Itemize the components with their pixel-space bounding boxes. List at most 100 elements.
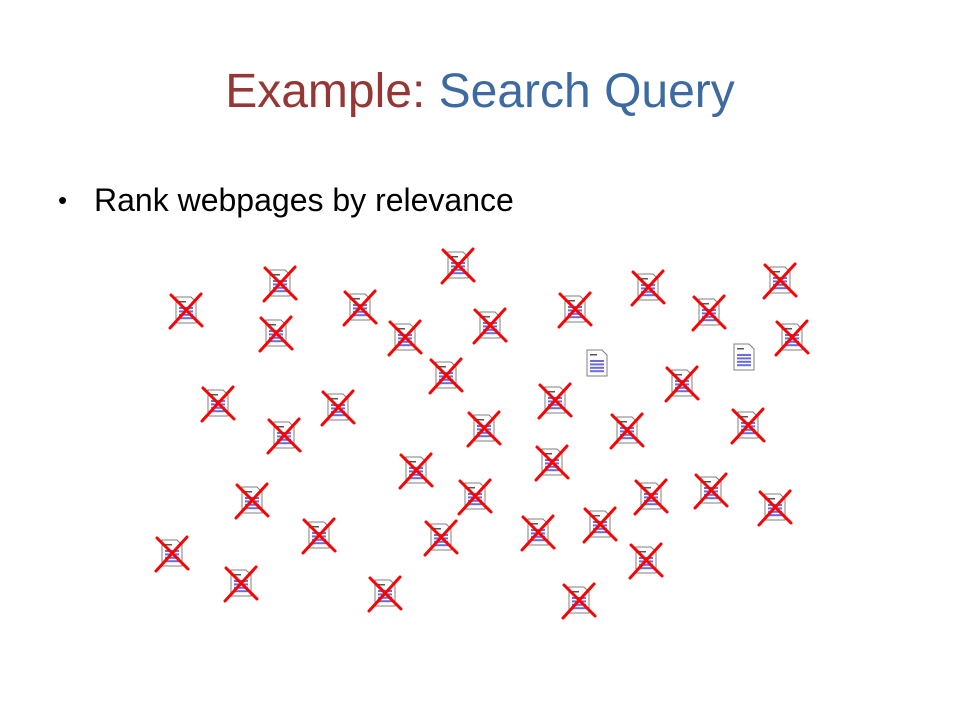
red-x-stroke <box>758 490 793 525</box>
red-x-stroke <box>424 520 459 555</box>
document-text-line <box>277 442 291 445</box>
red-x-icon <box>630 269 666 307</box>
red-x-icon <box>774 319 810 357</box>
document-text-line <box>702 319 716 322</box>
document-text-line <box>572 603 586 606</box>
red-x-stroke <box>368 576 403 611</box>
document-header-line <box>773 271 780 273</box>
red-x-stroke <box>558 292 593 327</box>
document-header-line <box>768 498 775 500</box>
document-text-line <box>179 313 193 316</box>
slide-title: Example: Search Query <box>0 60 960 124</box>
document-text-line <box>483 332 497 335</box>
document-text-line <box>641 294 655 297</box>
red-x-icon <box>168 292 204 330</box>
document-header-line <box>593 515 600 517</box>
document-header-line <box>483 316 490 318</box>
rejected-webpage <box>168 292 204 330</box>
document-header-line <box>737 348 744 350</box>
document-text-line <box>312 542 326 545</box>
document-text-line <box>211 406 225 409</box>
document-header-line <box>312 526 319 528</box>
red-x-icon <box>633 478 669 516</box>
document-header-line <box>378 584 385 586</box>
bullet-list: • Rank webpages by relevance <box>56 178 514 222</box>
red-x-icon <box>423 519 459 557</box>
document-text-line <box>741 428 755 431</box>
red-x-stroke <box>629 543 664 578</box>
document-text-line <box>211 410 225 413</box>
red-x-stroke <box>155 536 190 571</box>
red-x-icon <box>301 517 337 555</box>
document-text-line <box>644 503 658 506</box>
red-x-stroke <box>259 316 294 351</box>
document-text-line <box>378 600 392 603</box>
red-x-stroke <box>775 320 810 355</box>
document-text-line <box>468 499 482 502</box>
red-x-icon <box>266 417 302 455</box>
document-text-line <box>641 290 655 293</box>
rejected-webpage <box>301 517 337 555</box>
red-x-stroke <box>763 263 798 298</box>
document-text-line <box>737 364 751 367</box>
red-x-icon <box>557 291 593 329</box>
webpage-document-icon <box>733 343 755 371</box>
document-page <box>586 349 608 377</box>
document-text-line <box>531 539 545 542</box>
rejected-webpage <box>730 407 766 445</box>
document-text-line <box>165 560 179 563</box>
webpage-document-icon <box>586 349 608 377</box>
red-x-stroke <box>562 583 597 618</box>
red-x-stroke <box>521 515 556 550</box>
red-x-icon <box>520 514 556 552</box>
document-text-line <box>590 366 604 369</box>
red-x-stroke <box>665 366 700 401</box>
title-topic: Search Query <box>438 65 735 118</box>
bullet-item: • Rank webpages by relevance <box>56 178 514 222</box>
rejected-webpage <box>266 417 302 455</box>
rejected-webpage <box>234 482 270 520</box>
red-x-icon <box>200 385 236 423</box>
document-text-line <box>737 354 751 356</box>
rejected-webpage <box>398 452 434 490</box>
red-x-icon <box>262 265 298 303</box>
document-header-line <box>353 298 360 300</box>
rejected-webpage <box>520 514 556 552</box>
document-header-line <box>704 481 711 483</box>
title-prefix: Example: <box>225 65 439 118</box>
rejected-webpage <box>223 565 259 603</box>
red-x-stroke <box>731 408 766 443</box>
document-text-line <box>245 503 259 506</box>
red-x-stroke <box>429 358 464 393</box>
red-x-stroke <box>399 453 434 488</box>
document-text-line <box>593 527 607 530</box>
rejected-webpage <box>466 410 502 448</box>
red-x-stroke <box>263 266 298 301</box>
red-x-icon <box>234 482 270 520</box>
red-x-icon <box>258 315 294 353</box>
document-header-line <box>639 551 646 553</box>
document-text-line <box>409 473 423 476</box>
red-x-icon <box>693 472 729 510</box>
rejected-webpage <box>367 575 403 613</box>
red-x-stroke <box>634 479 669 514</box>
red-x-icon <box>537 382 573 420</box>
document-header-line <box>741 416 748 418</box>
rejected-webpage <box>774 319 810 357</box>
document-text-line <box>451 268 465 271</box>
red-x-stroke <box>302 518 337 553</box>
document-header-line <box>545 453 552 455</box>
red-x-stroke <box>224 566 259 601</box>
red-x-stroke <box>535 445 570 480</box>
document-text-line <box>451 272 465 275</box>
red-x-icon <box>534 444 570 482</box>
document-text-line <box>531 535 545 538</box>
document-text-line <box>737 357 751 360</box>
red-x-icon <box>664 365 700 403</box>
document-text-line <box>545 469 559 472</box>
rejected-webpage <box>428 357 464 395</box>
document-header-line <box>398 328 405 330</box>
document-text-line <box>675 390 689 393</box>
document-text-line <box>468 503 482 506</box>
